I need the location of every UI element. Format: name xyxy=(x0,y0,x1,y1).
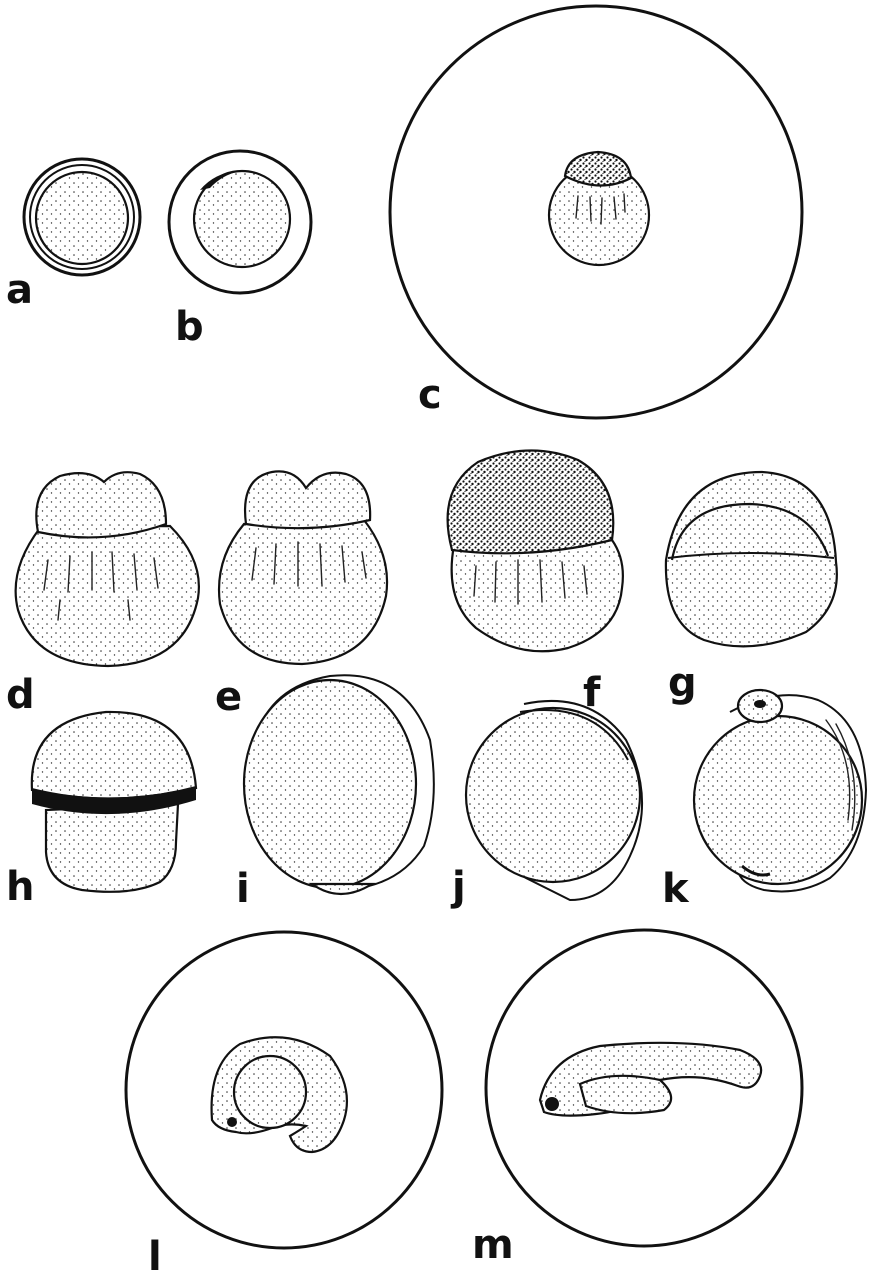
panel-label-c: c xyxy=(418,372,442,418)
yolk xyxy=(219,520,387,664)
panel-label-g: g xyxy=(668,660,697,706)
panel-j: j xyxy=(450,701,642,910)
panel-label-m: m xyxy=(472,1222,514,1268)
blastoderm-cap-dense xyxy=(448,450,614,553)
panel-label-i: i xyxy=(236,866,250,912)
eye-spot xyxy=(754,700,766,708)
panel-k: k xyxy=(662,690,866,912)
eye-spot xyxy=(545,1097,559,1111)
blastoderm-upper xyxy=(32,712,196,799)
panel-label-h: h xyxy=(6,864,34,910)
panel-m: m xyxy=(472,930,802,1268)
yolk xyxy=(234,1056,306,1128)
panel-label-k: k xyxy=(662,866,690,912)
panel-i: i xyxy=(236,675,434,912)
yolk xyxy=(452,540,623,651)
panel-label-b: b xyxy=(175,304,204,350)
panel-f: f xyxy=(448,450,623,716)
panel-label-l: l xyxy=(148,1234,162,1276)
yolk-sac xyxy=(580,1076,671,1113)
panel-h: h xyxy=(6,712,196,910)
panel-c: c xyxy=(390,6,802,418)
panel-b: b xyxy=(169,151,311,350)
yolk xyxy=(694,716,862,884)
yolk xyxy=(244,680,416,888)
blastoderm-cap xyxy=(245,471,370,528)
panel-e: e xyxy=(215,471,387,720)
blastoderm-cap xyxy=(36,472,166,537)
yolk-plug xyxy=(312,884,372,894)
panel-label-j: j xyxy=(450,864,466,910)
yolk-lower xyxy=(46,804,178,892)
yolk xyxy=(466,708,640,882)
panel-g: g xyxy=(666,472,837,706)
panel-label-a: a xyxy=(6,267,33,313)
panel-d: d xyxy=(6,472,199,718)
panel-l: l xyxy=(126,932,442,1276)
yolk xyxy=(16,526,199,666)
eye-spot xyxy=(227,1117,237,1127)
panel-label-d: d xyxy=(6,672,35,718)
yolk xyxy=(36,172,128,264)
panel-label-e: e xyxy=(215,674,242,720)
panel-a: a xyxy=(6,159,140,313)
